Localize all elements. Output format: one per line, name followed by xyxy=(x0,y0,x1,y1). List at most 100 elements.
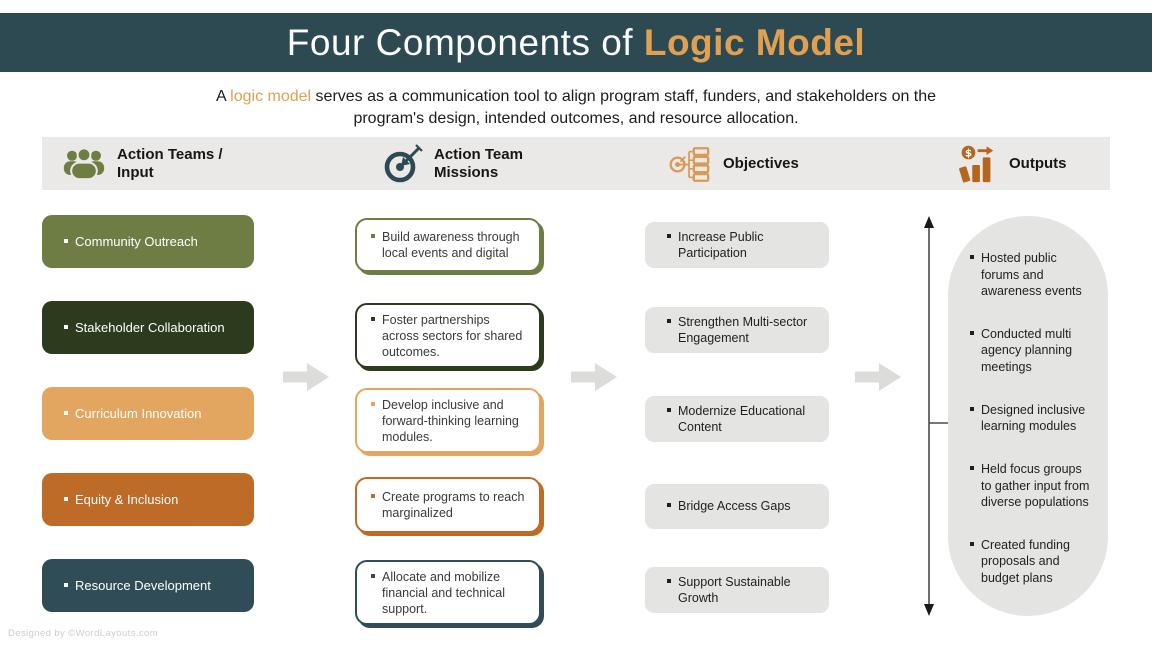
objective-label: Bridge Access Gaps xyxy=(678,499,791,514)
page-title: Four Components of Logic Model xyxy=(287,22,865,64)
output-item: Held focus groups to gather input from d… xyxy=(970,461,1094,510)
bullet-square-icon xyxy=(970,331,974,335)
svg-text:$: $ xyxy=(965,147,972,159)
subtitle-highlight: logic model xyxy=(230,88,312,105)
bullet-square-icon xyxy=(667,578,671,583)
mission-label: Create programs to reach marginalized xyxy=(382,490,525,520)
bullet-square-icon xyxy=(667,233,671,238)
bullet-square-icon xyxy=(970,406,974,411)
action-team-label: Curriculum Innovation xyxy=(75,406,202,421)
output-label: Conducted multi agency planning meetings xyxy=(981,327,1073,374)
action-team-label: Equity & Inclusion xyxy=(75,492,179,507)
bullet-square-icon xyxy=(970,255,974,260)
mission-label: Foster partnerships across sectors for s… xyxy=(382,312,523,359)
page-title-highlight: Logic Model xyxy=(643,21,866,63)
action-team-text: Community Outreach xyxy=(64,234,198,249)
objective-label: Modernize Educational Content xyxy=(678,403,806,434)
bullet-square-icon xyxy=(667,318,671,323)
action-team-label: Community Outreach xyxy=(75,234,198,249)
page-title-prefix: Four Components of xyxy=(286,21,644,63)
flow-arrow-icon xyxy=(855,363,901,391)
bullet-square-icon xyxy=(371,401,375,406)
objective-box: Bridge Access Gaps xyxy=(645,484,829,529)
objective-box: Strengthen Multi-sector Engagement xyxy=(645,307,829,353)
bullet-square-icon xyxy=(64,497,68,501)
objectives-list-icon xyxy=(669,146,710,182)
mission-box: Allocate and mobilize financial and tech… xyxy=(355,560,541,625)
action-team-box: Community Outreach xyxy=(42,215,254,268)
bullet-square-icon xyxy=(64,239,68,243)
action-team-box: Equity & Inclusion xyxy=(42,473,254,526)
output-item: Designed inclusive learning modules xyxy=(970,402,1094,435)
mission-text: Allocate and mobilize financial and tech… xyxy=(371,569,529,617)
mission-text: Create programs to reach marginalized xyxy=(371,489,529,521)
action-team-label: Stakeholder Collaboration xyxy=(75,320,225,335)
designer-credit: Designed by ©WordLayouts.com xyxy=(8,628,159,639)
action-team-box: Stakeholder Collaboration xyxy=(42,301,254,354)
bullet-square-icon xyxy=(371,494,375,498)
bullet-square-icon xyxy=(667,503,671,508)
column-header-outputs: $ Outputs xyxy=(958,142,1067,186)
column-header-label: Action Teams / Input xyxy=(117,145,223,181)
action-team-text: Curriculum Innovation xyxy=(64,406,201,421)
output-label: Designed inclusive learning modules xyxy=(981,402,1086,433)
outputs-panel: Hosted public forums and awareness event… xyxy=(948,216,1108,616)
action-team-label: Resource Development xyxy=(75,578,211,593)
bullet-square-icon xyxy=(667,407,671,412)
outputs-chart-icon: $ xyxy=(959,145,994,183)
output-item: Created funding proposals and budget pla… xyxy=(970,537,1094,586)
output-item: Hosted public forums and awareness event… xyxy=(970,250,1094,299)
column-header-label: Objectives xyxy=(723,154,799,172)
flow-arrow-icon xyxy=(283,363,329,391)
bullet-square-icon xyxy=(371,573,375,578)
mission-box: Build awareness through local events and… xyxy=(355,218,541,272)
mission-label: Allocate and mobilize financial and tech… xyxy=(382,569,505,616)
subtitle: A logic model serves as a communication … xyxy=(186,86,966,131)
subtitle-part2: serves as a communication tool to align … xyxy=(311,88,937,128)
target-dart-icon xyxy=(384,144,423,183)
output-label: Held focus groups to gather input from d… xyxy=(981,462,1090,509)
action-team-text: Equity & Inclusion xyxy=(64,492,178,507)
mission-text: Build awareness through local events and… xyxy=(371,229,529,261)
action-team-box: Curriculum Innovation xyxy=(42,387,254,440)
objective-box: Modernize Educational Content xyxy=(645,396,829,442)
column-header-label: Outputs xyxy=(1009,154,1067,172)
mission-box: Foster partnerships across sectors for s… xyxy=(355,303,541,368)
objective-label: Support Sustainable Growth xyxy=(678,574,791,605)
action-team-text: Resource Development xyxy=(64,578,211,593)
title-bar: Four Components of Logic Model xyxy=(0,13,1152,72)
objective-label: Increase Public Participation xyxy=(678,229,764,260)
bullet-square-icon xyxy=(64,325,68,329)
flow-arrow-icon xyxy=(571,363,617,391)
mission-box: Develop inclusive and forward-thinking l… xyxy=(355,388,541,453)
mission-label: Build awareness through local events and… xyxy=(382,230,520,260)
action-team-text: Stakeholder Collaboration xyxy=(64,320,225,335)
column-header-action-teams: Action Teams / Input xyxy=(62,142,235,186)
output-item: Conducted multi agency planning meetings xyxy=(970,326,1094,375)
bullet-square-icon xyxy=(64,583,68,587)
column-header-missions: Action Team Missions xyxy=(383,142,552,186)
objective-text: Modernize Educational Content xyxy=(667,403,817,436)
bullet-square-icon xyxy=(371,316,375,321)
mission-label: Develop inclusive and forward-thinking l… xyxy=(382,397,519,444)
bullet-square-icon xyxy=(970,466,974,471)
column-header-band xyxy=(42,137,1110,190)
objective-box: Increase Public Participation xyxy=(645,222,829,268)
objective-box: Support Sustainable Growth xyxy=(645,567,829,613)
objective-text: Strengthen Multi-sector Engagement xyxy=(667,314,817,347)
column-header-label: Action Team Missions xyxy=(434,145,523,181)
action-team-box: Resource Development xyxy=(42,559,254,612)
column-header-objectives: Objectives xyxy=(668,142,799,186)
bullet-square-icon xyxy=(64,411,68,415)
bullet-square-icon xyxy=(371,234,375,238)
output-label: Hosted public forums and awareness event… xyxy=(981,251,1082,298)
objective-text: Bridge Access Gaps xyxy=(667,498,791,514)
output-label: Created funding proposals and budget pla… xyxy=(981,538,1070,585)
mission-text: Foster partnerships across sectors for s… xyxy=(371,312,529,360)
subtitle-part1: A xyxy=(215,88,231,105)
vertical-scale-arrow-icon xyxy=(924,216,951,616)
objective-label: Strengthen Multi-sector Engagement xyxy=(678,314,808,345)
objective-text: Support Sustainable Growth xyxy=(667,574,817,607)
mission-text: Develop inclusive and forward-thinking l… xyxy=(371,397,529,445)
